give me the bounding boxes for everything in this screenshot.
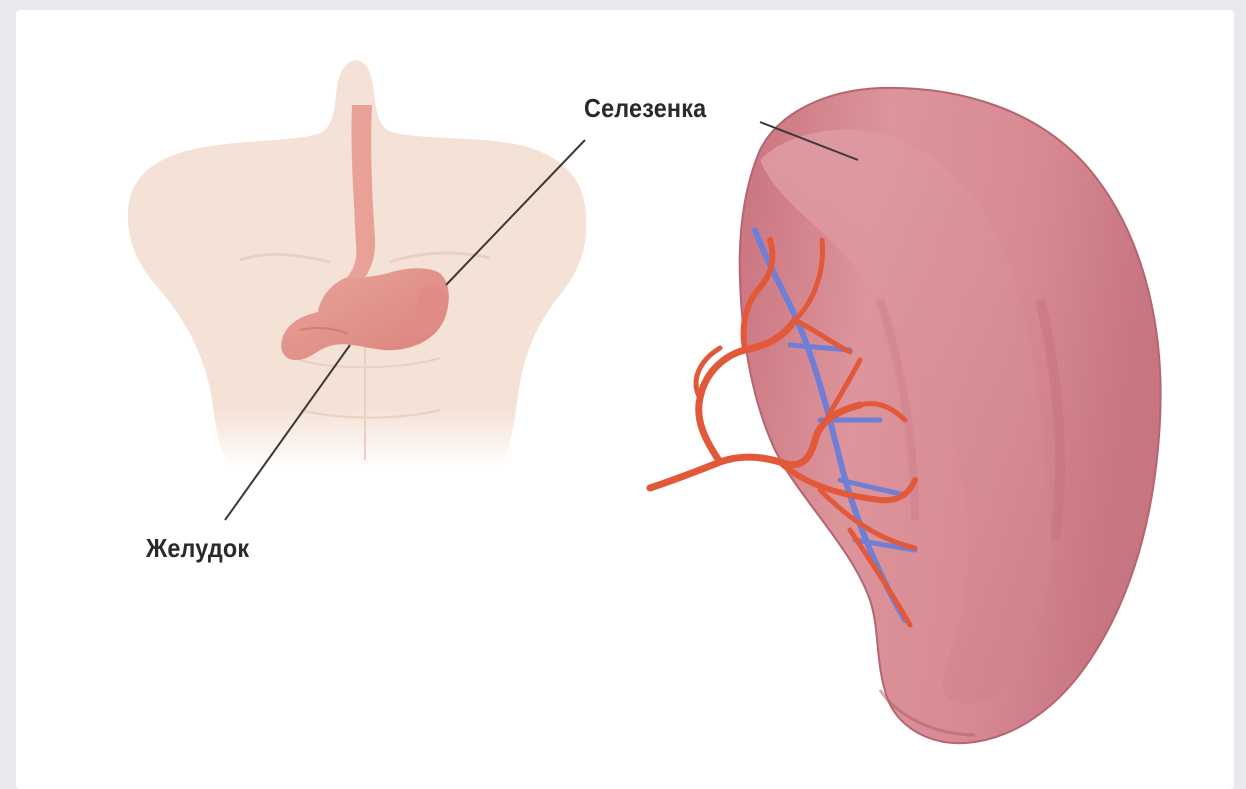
spleen-organ bbox=[740, 88, 1161, 743]
stomach-label: Желудок bbox=[146, 533, 249, 564]
spleen-label: Селезенка bbox=[584, 93, 706, 124]
